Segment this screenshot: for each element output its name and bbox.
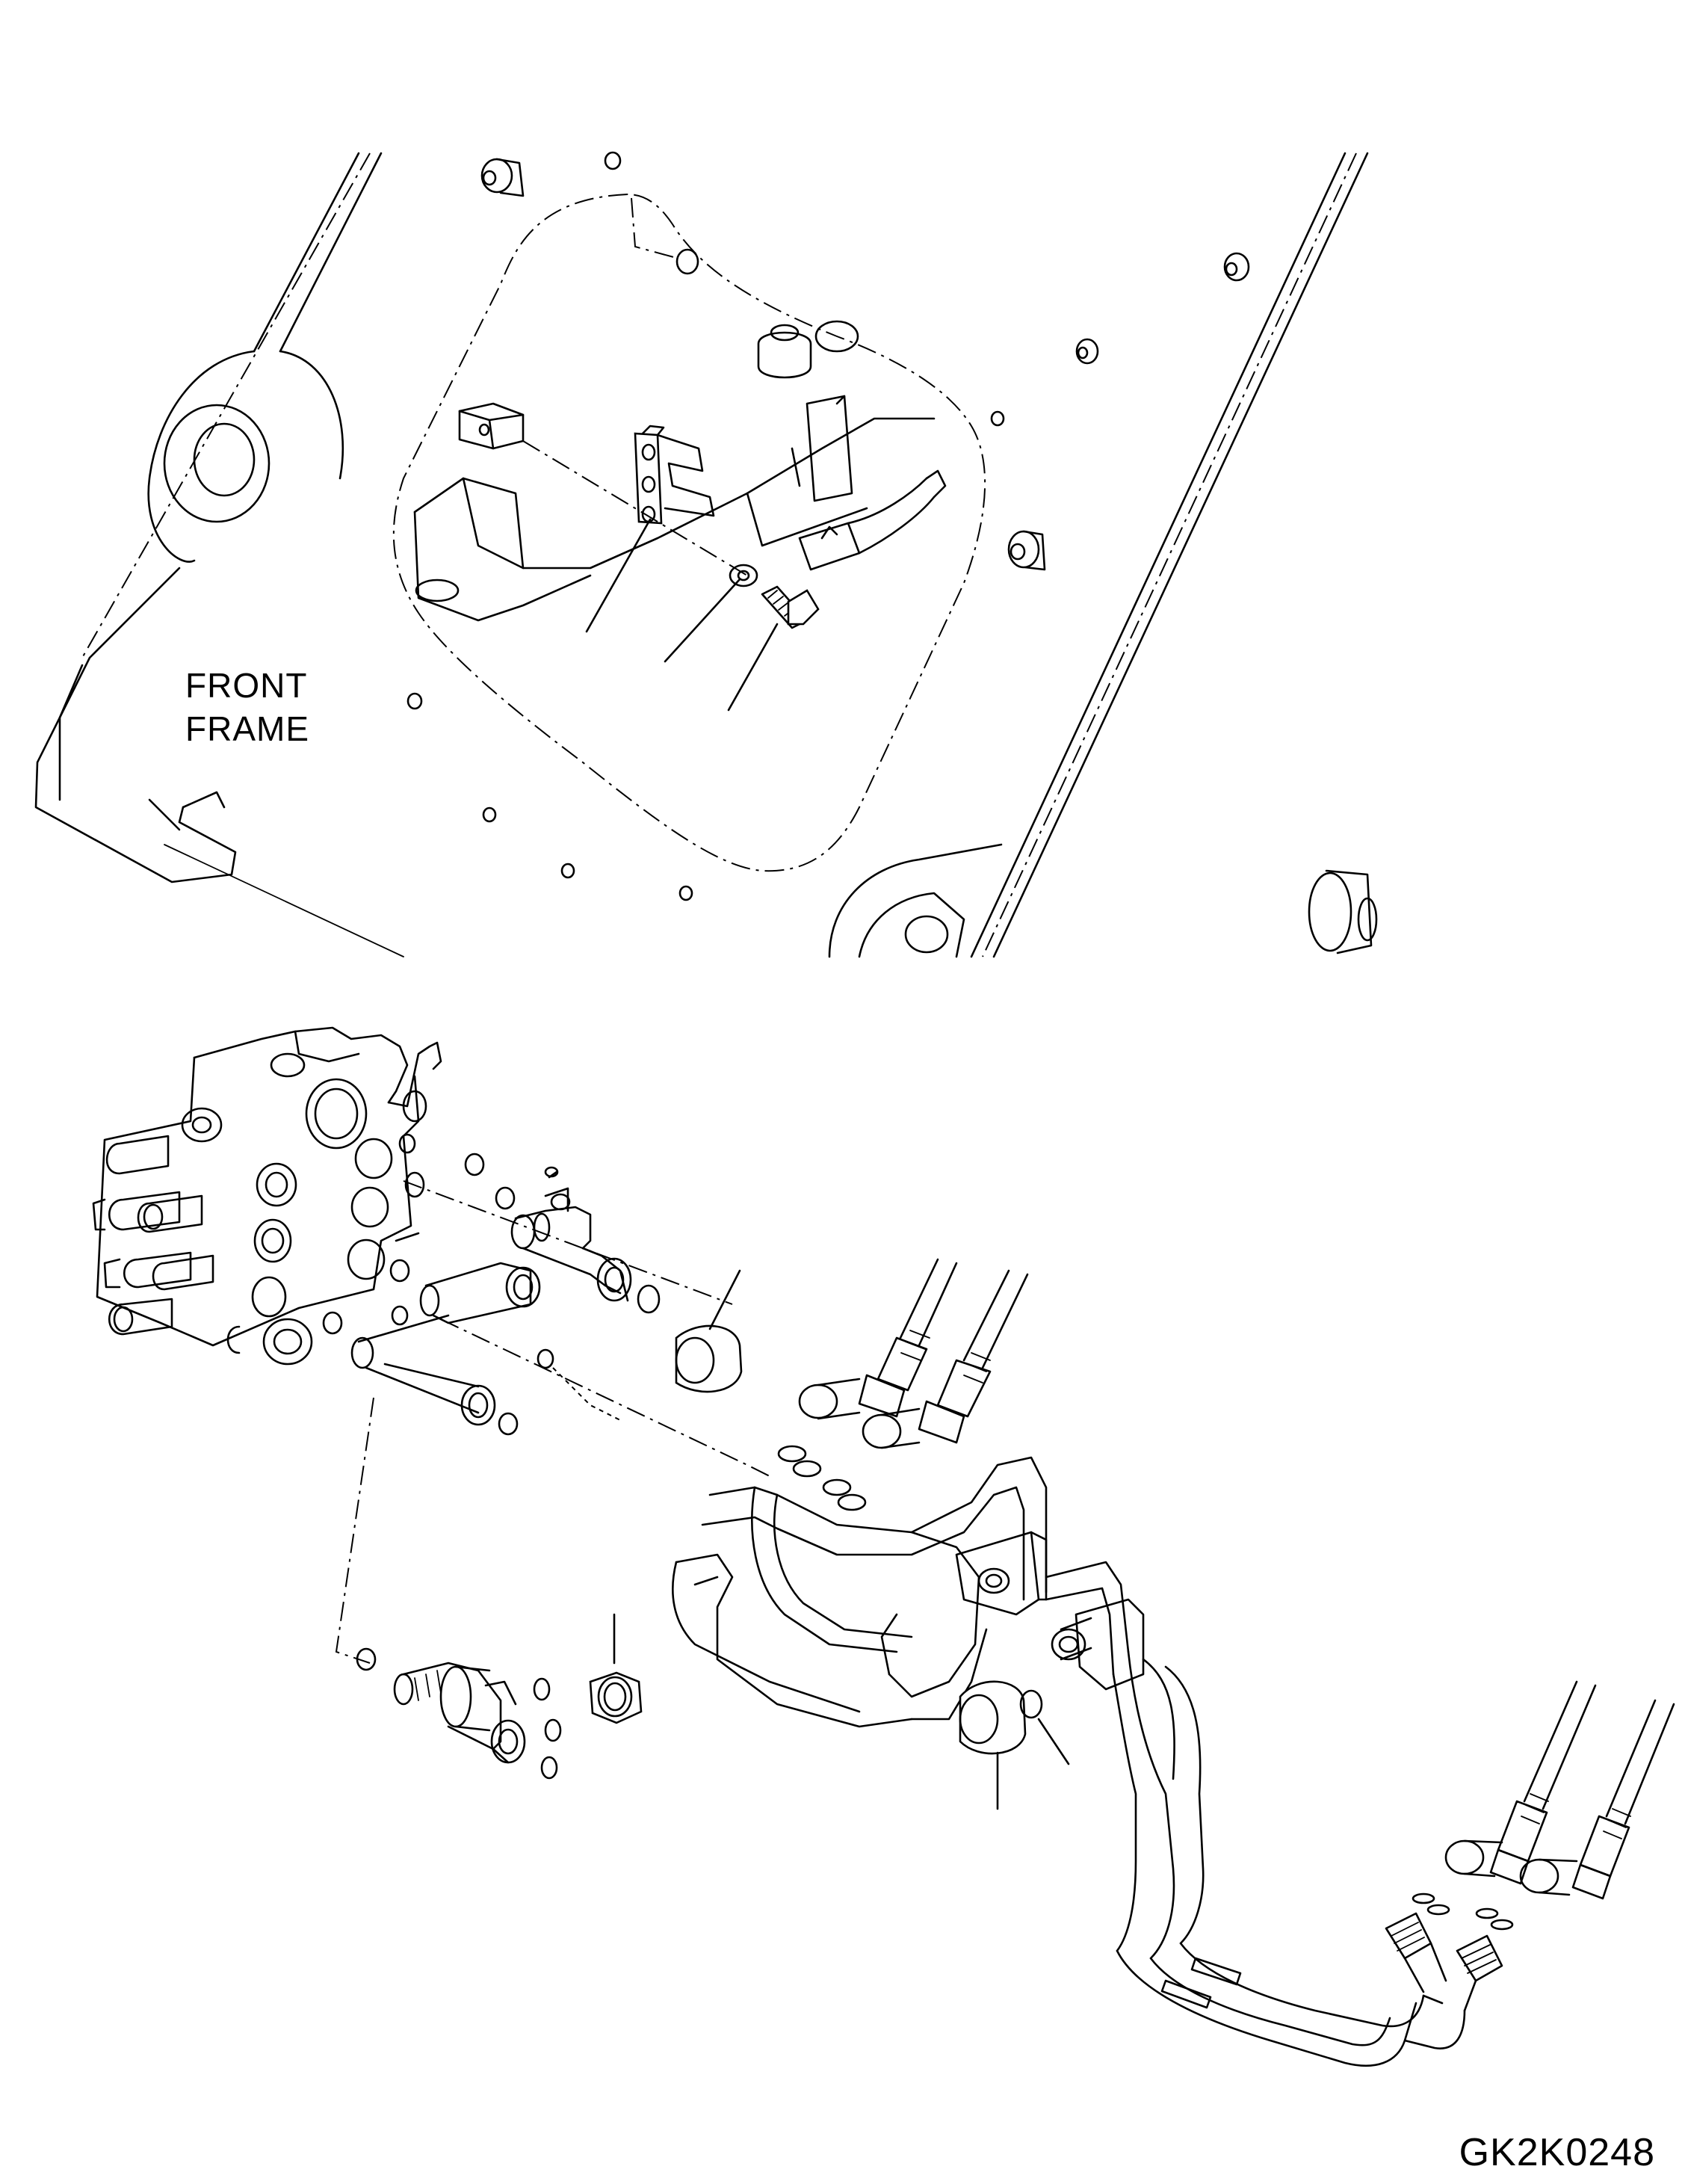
- front-frame-label: FRONT FRAME: [185, 664, 309, 750]
- washer: [729, 564, 758, 587]
- front-frame: [34, 151, 1378, 958]
- frame-label-line2: FRAME: [185, 709, 309, 748]
- nut: [589, 1671, 643, 1724]
- frame-label-line1: FRONT: [185, 666, 308, 705]
- piping-assembly: [672, 1258, 1675, 2067]
- control-valve: [92, 1026, 442, 1366]
- cap-upper: [675, 1324, 743, 1393]
- bolt: [761, 585, 820, 629]
- cap-lower: [959, 1680, 1027, 1755]
- bracket: [634, 425, 715, 525]
- drawing-code: GK2K0248: [1459, 2131, 1655, 2174]
- valve-fittings: [322, 1153, 770, 1780]
